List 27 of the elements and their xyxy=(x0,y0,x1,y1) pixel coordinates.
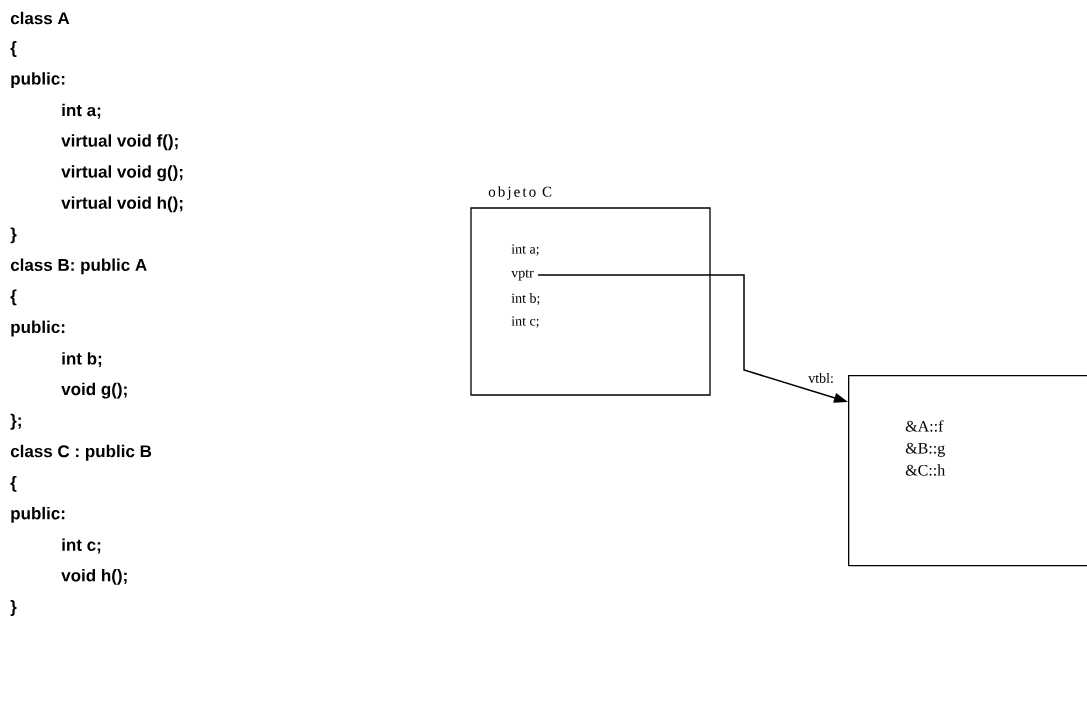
code-line: int a; xyxy=(62,103,101,119)
code-line: class C : public B xyxy=(10,444,152,461)
field-text: int a; xyxy=(511,244,539,256)
field-text: int b; xyxy=(511,293,540,305)
code-line: int b; xyxy=(62,352,102,368)
code-line: void h(); xyxy=(61,569,127,585)
code-line: } xyxy=(10,600,17,616)
box-heading: objeto C xyxy=(488,186,552,200)
code-line: virtual void g(); xyxy=(61,165,183,182)
field-text: int c; xyxy=(511,316,539,328)
code-line: { xyxy=(10,475,17,492)
code-line: virtual void f(); xyxy=(61,134,178,151)
code-line: public: xyxy=(11,506,65,523)
code-line: public: xyxy=(11,72,65,89)
entry-list: &A::f &B::g &C::h xyxy=(905,420,945,476)
code-line: } xyxy=(10,227,17,244)
code-line: int c; xyxy=(62,538,101,554)
code-line: }; xyxy=(10,413,21,430)
code-line: virtual void h(); xyxy=(61,196,183,213)
box-heading: vtbl: xyxy=(808,373,833,383)
field-text: vptr xyxy=(511,269,534,281)
code-line: { xyxy=(10,289,17,306)
code-line: public: xyxy=(11,320,65,337)
code-line: class A xyxy=(10,11,70,25)
code-line: { xyxy=(10,41,17,57)
code-line: class B: public A xyxy=(10,258,147,275)
code-line: void g(); xyxy=(61,382,127,399)
